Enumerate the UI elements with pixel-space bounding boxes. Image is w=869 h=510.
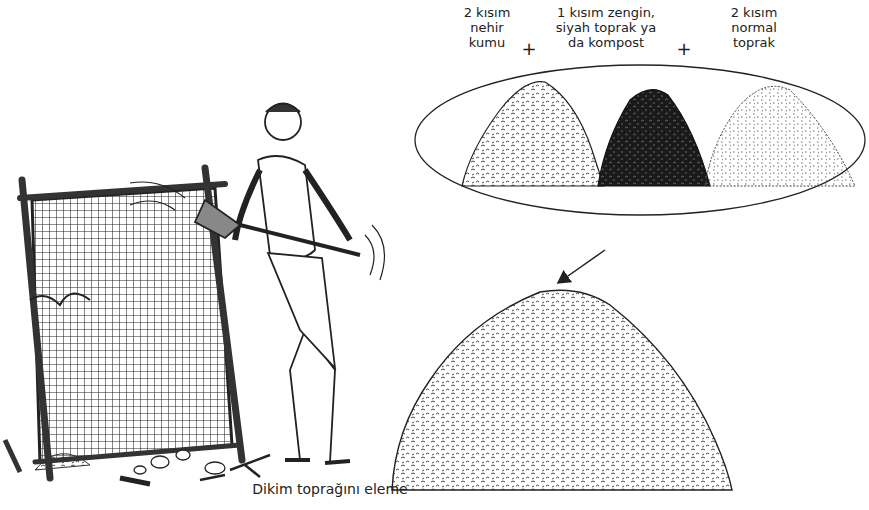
mix-arrow (558, 250, 605, 283)
sieve (5, 168, 242, 478)
sieved-rubbish (120, 450, 270, 484)
ingredient-label: 2 kısım normal toprak (722, 5, 786, 50)
plus-sign: + (520, 40, 538, 58)
caption: Dikim toprağını eleme (230, 482, 430, 497)
ingredient-piles (462, 82, 855, 186)
platter-ellipse (415, 65, 865, 215)
mixed-pile (392, 290, 732, 490)
plus-sign: + (675, 40, 693, 58)
man-with-shovel (130, 104, 385, 464)
ingredient-label: 2 kısım nehir kumu (455, 5, 519, 50)
ingredient-label: 1 kısım zengin, siyah toprak ya da kompo… (552, 5, 660, 50)
